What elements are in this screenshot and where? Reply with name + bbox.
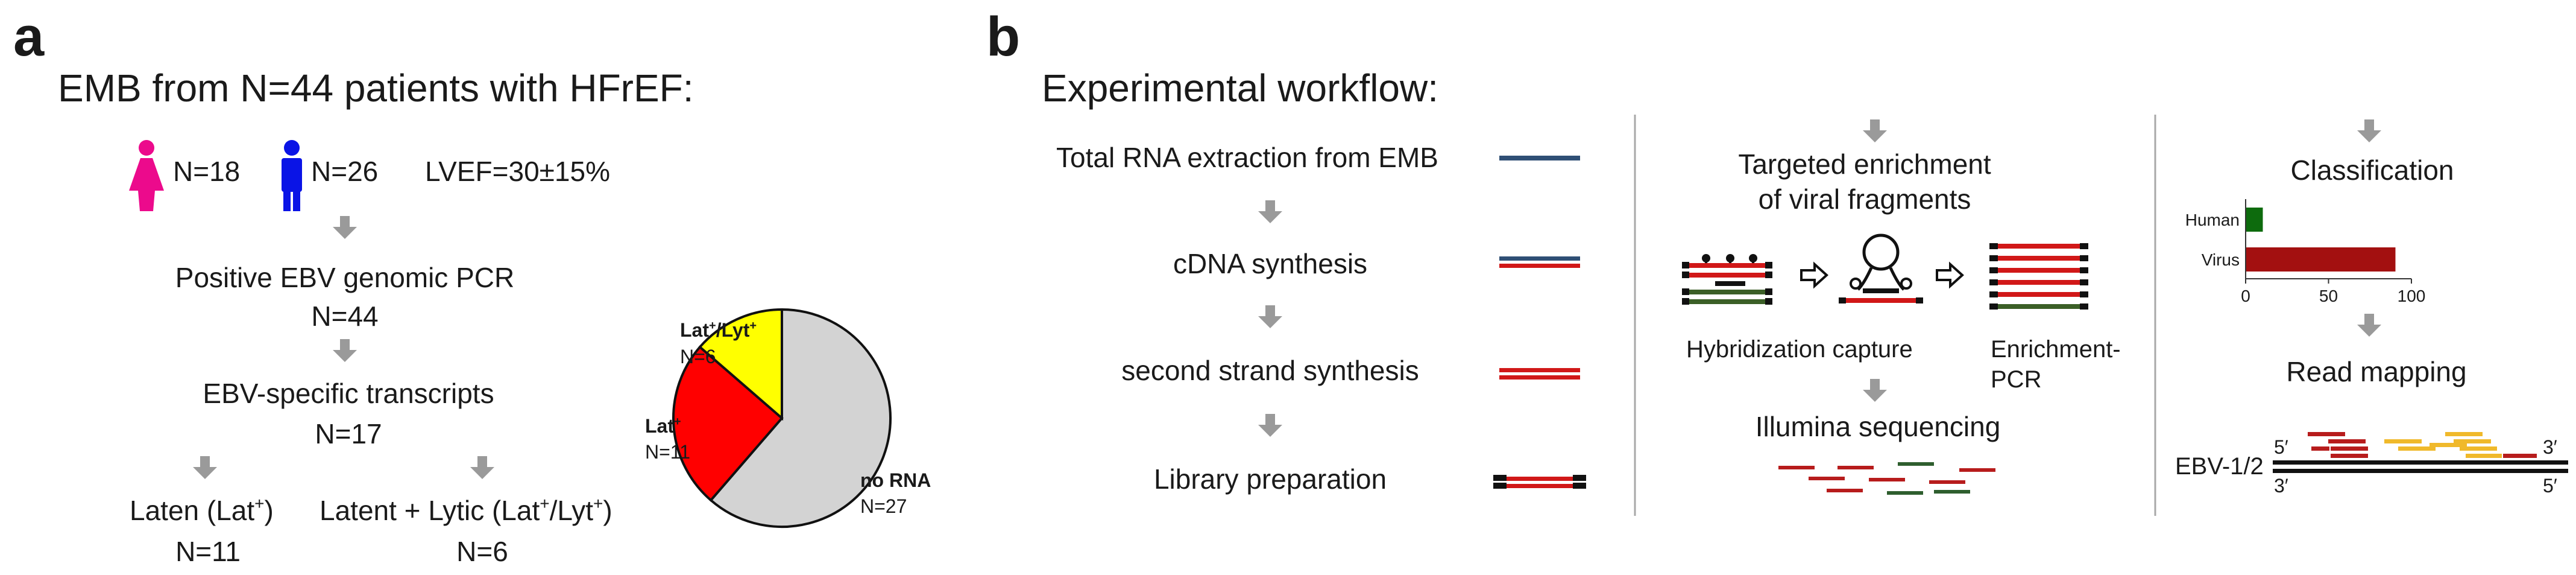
down-arrow-icon <box>1258 200 1282 223</box>
pie-slice <box>709 308 892 528</box>
sequencing-reads-icon <box>1778 462 1995 495</box>
step2-n: N=17 <box>315 418 382 450</box>
lytic-label: Latent + Lytic (Lat+/Lyt+) <box>320 494 613 526</box>
down-arrow-icon <box>333 216 357 239</box>
bar-category-label: Virus <box>2202 250 2240 269</box>
down-arrow-icon <box>193 456 217 479</box>
classification-title: Classification <box>2291 154 2454 186</box>
pie-slice <box>672 345 784 502</box>
step2-label: EBV-specific transcripts <box>203 378 494 409</box>
x-tick-label: 0 <box>2241 287 2250 305</box>
pie-label-lat: Lat+ <box>645 415 681 437</box>
down-arrow-icon <box>2357 119 2381 142</box>
workflow-step-3: second strand synthesis <box>1121 355 1419 386</box>
down-arrow-icon <box>470 456 494 479</box>
library-strand-icon <box>1493 475 1586 489</box>
five-prime-right: 5′ <box>2543 475 2557 497</box>
pie-slice <box>698 308 783 421</box>
workflow-step-2: cDNA synthesis <box>1173 248 1367 279</box>
x-tick-label: 50 <box>2319 287 2338 305</box>
pie-chart <box>672 308 892 528</box>
open-arrow-icon <box>1936 261 1964 289</box>
five-prime-left: 5′ <box>2274 436 2288 458</box>
workflow-step-1: Total RNA extraction from EMB <box>1056 142 1438 173</box>
reference-strand <box>2273 460 2568 465</box>
step1-n: N=44 <box>311 300 378 332</box>
female-person-icon <box>129 140 164 211</box>
ebv-label: EBV-1/2 <box>2175 453 2264 480</box>
male-count: N=26 <box>311 156 378 187</box>
bar <box>2246 208 2263 232</box>
hybridization-label: Hybridization capture <box>1686 336 1913 363</box>
down-arrow-icon <box>1863 379 1887 402</box>
reference-strand <box>2273 469 2568 473</box>
lvef-value: LVEF=30±15% <box>425 156 610 187</box>
panel-b-letter: b <box>986 6 1020 68</box>
open-arrow-icon <box>1800 261 1828 289</box>
mapped-reads-icon <box>2308 432 2537 458</box>
down-arrow-icon <box>333 339 357 362</box>
pie-label-latlyt: Lat+/Lyt+ <box>680 319 757 341</box>
rna-strand-icon <box>1499 156 1580 160</box>
latent-n: N=11 <box>175 536 241 567</box>
read-mapping-title: Read mapping <box>2286 356 2466 387</box>
down-arrow-icon <box>1863 119 1887 142</box>
panel-a-letter: a <box>13 6 45 68</box>
hybridization-cartoon-icon <box>1682 254 1772 305</box>
pie-n-norna: N=27 <box>860 495 907 517</box>
x-tick-label: 100 <box>2398 287 2426 305</box>
double-strand-icon <box>1499 368 1580 380</box>
pcr-stack-icon <box>1989 243 2088 310</box>
down-arrow-icon <box>1258 414 1282 437</box>
male-person-icon <box>282 140 302 211</box>
three-prime-right: 3′ <box>2543 436 2557 458</box>
capture-bead-icon <box>1839 233 1923 303</box>
enrichment-pcr-line1: Enrichment- <box>1991 336 2121 363</box>
down-arrow-icon <box>1258 305 1282 328</box>
enrichment-title-line2: of viral fragments <box>1759 183 1971 215</box>
cdna-strand-icon <box>1499 256 1580 268</box>
lytic-n: N=6 <box>456 536 508 567</box>
pie-label-norna: no RNA <box>860 469 931 491</box>
enrichment-pcr-line2: PCR <box>1991 366 2041 393</box>
enrichment-title-line1: Targeted enrichment <box>1738 148 1991 180</box>
workflow-step-4: Library preparation <box>1154 463 1387 495</box>
three-prime-left: 3′ <box>2274 475 2288 497</box>
bar-category-label: Human <box>2185 211 2240 229</box>
pie-n-lat: N=11 <box>645 441 690 463</box>
sequencing-label: Illumina sequencing <box>1756 411 2001 442</box>
panel-b-title: Experimental workflow: <box>1042 66 1438 110</box>
bar <box>2246 247 2396 272</box>
down-arrow-icon <box>2357 314 2381 337</box>
pie-n-latlyt: N=6 <box>680 346 716 367</box>
panel-a-title: EMB from N=44 patients with HFrEF: <box>58 66 694 110</box>
step1-label: Positive EBV genomic PCR <box>175 262 514 293</box>
latent-label: Laten (Lat+) <box>130 494 274 526</box>
female-count: N=18 <box>173 156 240 187</box>
